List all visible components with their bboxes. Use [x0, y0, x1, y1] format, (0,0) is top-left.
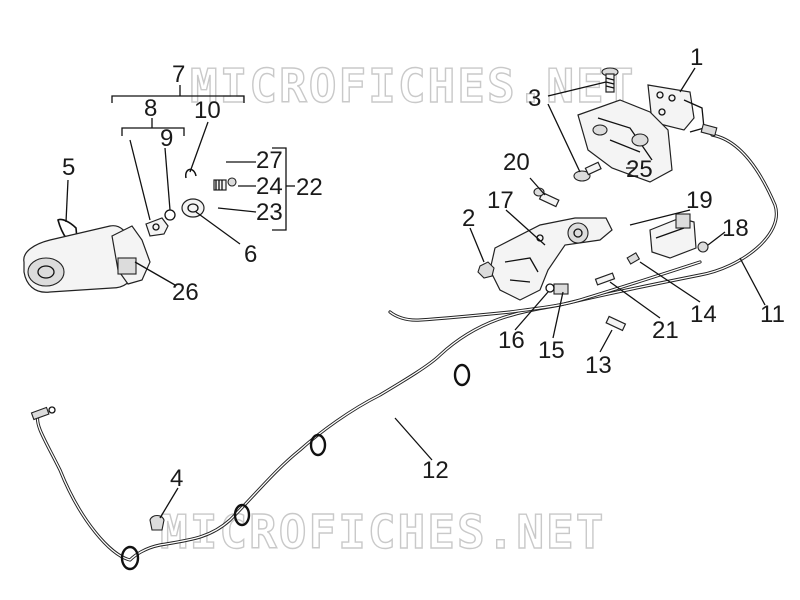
- callout-17: 17: [487, 187, 514, 214]
- callout-2: 2: [462, 205, 475, 232]
- callout-5: 5: [62, 154, 75, 181]
- latch-bracket: [577, 99, 673, 183]
- connector: [626, 252, 641, 265]
- pin: [594, 272, 616, 286]
- callout-13: 13: [585, 352, 612, 379]
- callout-22: 22: [296, 174, 323, 201]
- washer: [164, 209, 176, 221]
- callout-16: 16: [498, 327, 525, 354]
- ring: [181, 198, 205, 218]
- bracket-7: [111, 95, 245, 103]
- lock-housing: [23, 225, 151, 293]
- bracket-8: [121, 127, 185, 136]
- leader-lines: [65, 67, 766, 519]
- bolt: [533, 187, 560, 208]
- callout-1: 1: [690, 44, 703, 71]
- watermark-bottom: MICROFICHES.NET: [160, 505, 605, 559]
- callout-21: 21: [652, 317, 679, 344]
- callout-20: 20: [503, 149, 530, 176]
- screw-bottom: [573, 161, 602, 182]
- cable-clamp: [149, 514, 165, 531]
- callout-26: 26: [172, 279, 199, 306]
- callout-15: 15: [538, 337, 565, 364]
- callout-23: 23: [256, 199, 283, 226]
- clip: [545, 283, 569, 295]
- callout-6: 6: [244, 241, 257, 268]
- callout-9: 9: [160, 125, 173, 152]
- callout-4: 4: [170, 465, 183, 492]
- callout-11: 11: [760, 301, 785, 328]
- screw-top: [601, 67, 619, 93]
- small-spring: [213, 177, 237, 191]
- actuator: [649, 213, 697, 259]
- spring-clip: [185, 168, 197, 179]
- callouts: 1 2 3 4 5 6 7 8 9 10 11 12 13 14 15 16 1…: [62, 44, 785, 492]
- callout-3: 3: [528, 85, 541, 112]
- callout-18: 18: [722, 215, 749, 242]
- callout-19: 19: [686, 187, 713, 214]
- callout-27: 27: [256, 147, 283, 174]
- bracket-22: [272, 147, 287, 231]
- callout-24: 24: [256, 173, 283, 200]
- lever-bracket: [489, 217, 613, 301]
- callout-12: 12: [422, 457, 449, 484]
- hinge-plate: [647, 84, 718, 137]
- cable-11: [388, 260, 702, 322]
- small-nut: [697, 241, 709, 253]
- sleeve: [605, 315, 627, 332]
- callout-25: 25: [626, 156, 653, 183]
- callout-8: 8: [144, 95, 157, 122]
- nut: [477, 261, 495, 279]
- callout-10: 10: [194, 97, 221, 124]
- lock-cylinder: [145, 217, 169, 237]
- callout-14: 14: [690, 301, 717, 328]
- callout-7: 7: [172, 61, 185, 88]
- cable-12: [30, 133, 778, 571]
- watermark-top: MICROFICHES.NET: [190, 59, 635, 113]
